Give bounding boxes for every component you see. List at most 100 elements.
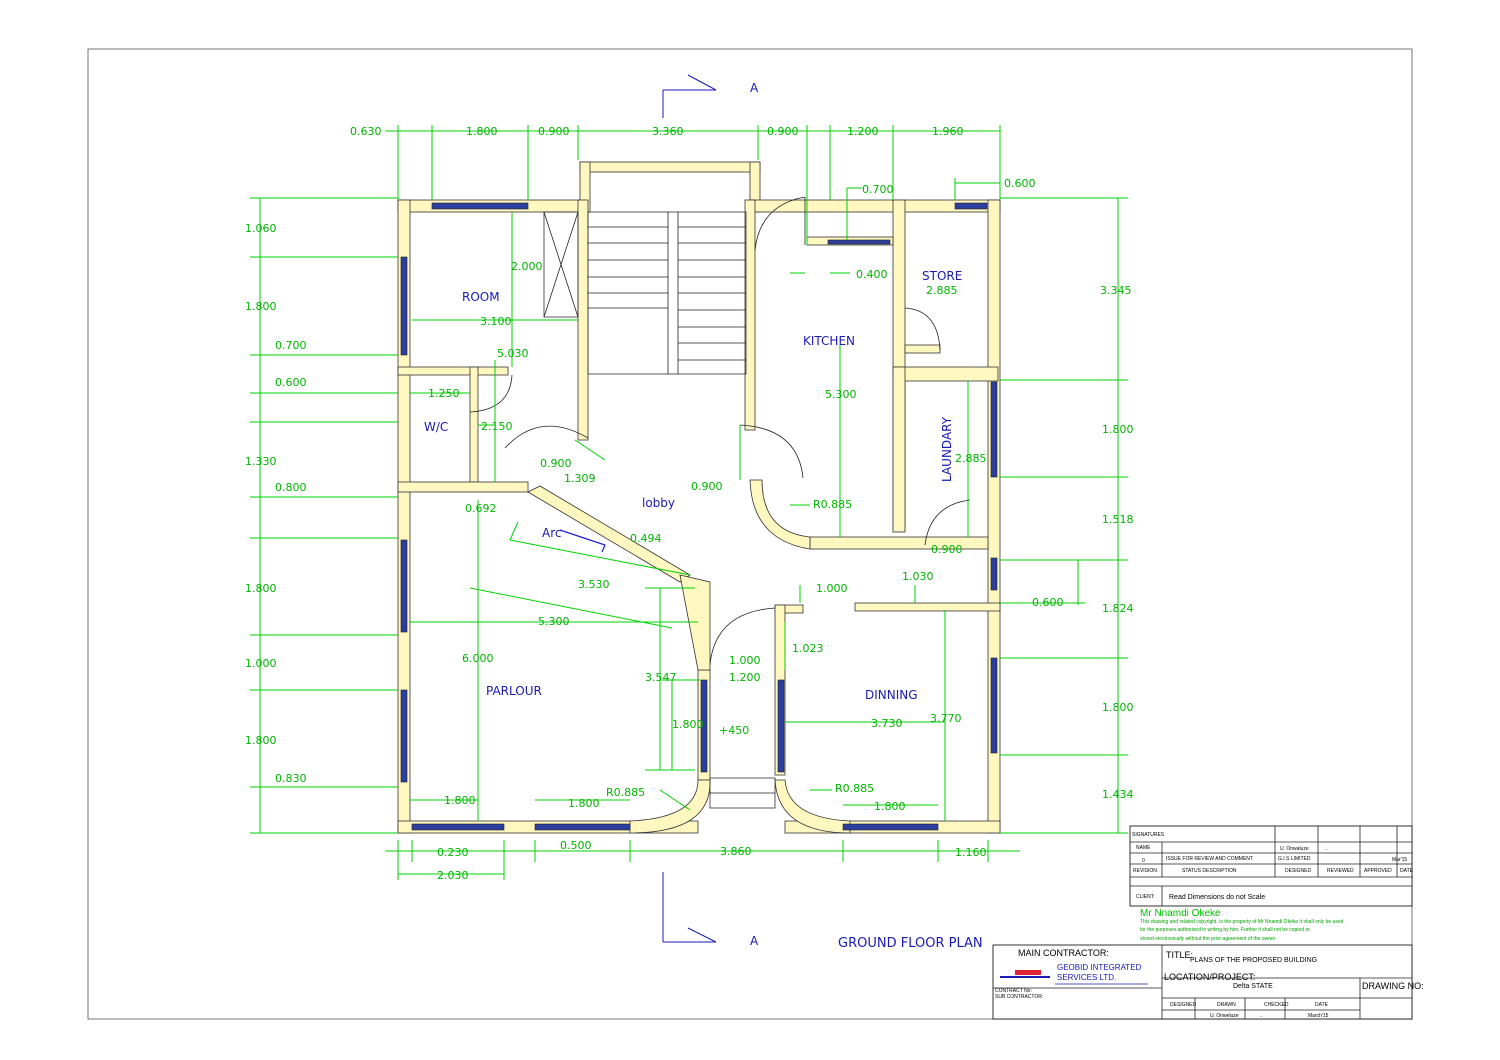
dim-parlour-h: 6.000 — [462, 652, 494, 665]
tb-name-dash: .. — [1325, 846, 1328, 852]
dim-right-2: 1.800 — [1102, 423, 1134, 436]
dim-laundry-w: 2.885 — [955, 452, 987, 465]
tb-main-contractor: MAIN CONTRACTOR: — [1018, 948, 1109, 958]
tb-copyright-1: This drawing and related copyright, is t… — [1140, 919, 1344, 925]
tb-contractor-name-2: SERVICES LTD. — [1057, 973, 1116, 982]
staircase — [543, 211, 776, 809]
dim-wc-width: 1.250 — [428, 387, 460, 400]
dim-dinning-r: R0.885 — [835, 782, 874, 795]
tb-location-label: LOCATION/PROJECT: — [1164, 972, 1255, 982]
dim-dinning-gap: 1.030 — [902, 570, 934, 583]
dim-room-stair: 2.000 — [511, 260, 543, 273]
tb-drawn-date: March'15 — [1308, 1013, 1329, 1019]
dim-right-5: 1.800 — [1102, 701, 1134, 714]
dim-dinning-side: 0.600 — [1032, 596, 1064, 609]
tb-reviewed: REVIEWED — [1327, 868, 1354, 874]
dim-parlour-a: 0.692 — [465, 502, 497, 515]
tb-copyright-2: for the purposes authorised in writing b… — [1140, 927, 1310, 933]
dim-door-c: 0.494 — [630, 532, 662, 545]
dim-porch-h: 1.800 — [672, 718, 704, 731]
dim-bottom-4: 3.860 — [720, 845, 752, 858]
dim-room-depth: 5.030 — [497, 347, 529, 360]
tb-title-value: PLANS OF THE PROPOSED BUILDING — [1190, 957, 1317, 964]
dim-bottom-5: 1.160 — [955, 846, 987, 859]
tb-client-note: Read Dimensions do not Scale — [1169, 894, 1265, 901]
dim-dinning-w: 1.000 — [816, 582, 848, 595]
room-label-store: STORE — [922, 269, 962, 283]
dim-parlour-w: 5.300 — [538, 615, 570, 628]
tb-date-short: Mar'15 — [1392, 857, 1407, 863]
dim-right-4: 1.824 — [1102, 602, 1134, 615]
dim-dinning-door: 1.023 — [792, 642, 824, 655]
dim-left-1: 1.060 — [245, 222, 277, 235]
dim-left-10: 0.830 — [275, 772, 307, 785]
tb-company-short: G.I.S LIMITED — [1278, 856, 1311, 862]
room-label-lobby: lobby — [642, 496, 675, 510]
windows — [400, 202, 998, 831]
section-marker-top: A — [662, 74, 759, 118]
tb-issue: ISSUE FOR REVIEW AND COMMENT — [1166, 856, 1253, 862]
tb-name-value: U. Onwaluze — [1280, 846, 1309, 852]
dim-right-3: 1.518 — [1102, 513, 1134, 526]
dim-parlour-r: R0.885 — [606, 786, 645, 799]
dim-kitchen-store: 0.400 — [856, 268, 888, 281]
tb-contract-no: CONTRACT No: — [995, 988, 1032, 994]
tb-drawn-by: U. Onweluze — [1210, 1013, 1239, 1019]
tb-location-value: Delta STATE — [1233, 983, 1273, 990]
tb-drawing-no: DRAWING NO: — [1362, 981, 1424, 991]
room-label-wc: W/C — [424, 420, 448, 434]
dim-parlour-h2: 3.547 — [645, 671, 677, 684]
dim-kitchen-h: 5.300 — [825, 388, 857, 401]
dim-dinning-h: 3.770 — [930, 712, 962, 725]
dim-left-3: 0.700 — [275, 339, 307, 352]
dim-top-9: 0.700 — [862, 183, 894, 196]
dim-left-6: 0.800 — [275, 481, 307, 494]
tb-approved: APPROVED — [1364, 868, 1392, 874]
tb-rev-no: 0 — [1142, 858, 1145, 864]
tb-checked-by: .. — [1260, 1013, 1263, 1019]
plan-title: GROUND FLOOR PLAN — [838, 936, 983, 951]
tb-col-drawn: DRAWN — [1217, 1002, 1236, 1008]
dim-left-8: 1.000 — [245, 657, 277, 670]
tb-status: STATUS DESCRIPTION — [1182, 868, 1237, 874]
dim-left-7: 1.800 — [245, 582, 277, 595]
room-label-kitchen: KITCHEN — [803, 334, 855, 348]
dim-door-a: 0.900 — [540, 457, 572, 470]
dimension-labels: 0.630 1.800 0.900 3.360 0.900 1.200 1.96… — [245, 125, 1134, 882]
tb-col-designed: DESIGNED — [1170, 1002, 1197, 1008]
room-label-parlour: PARLOUR — [486, 684, 542, 698]
tb-revision: REVISION — [1133, 868, 1157, 874]
dim-porch-w: 1.200 — [729, 671, 761, 684]
dim-left-2: 1.800 — [245, 300, 277, 313]
dim-top-5: 0.900 — [767, 125, 799, 138]
dim-bottom-2: 2.030 — [437, 869, 469, 882]
dim-top-3: 0.900 — [538, 125, 570, 138]
dim-door-b: 0.900 — [691, 480, 723, 493]
walls — [397, 161, 1001, 834]
arc-pointer — [559, 529, 606, 553]
dim-dinning-len: 3.730 — [871, 717, 903, 730]
dim-left-4: 0.600 — [275, 376, 307, 389]
dim-diag-b: 3.530 — [578, 578, 610, 591]
tb-designed: DESIGNED — [1285, 868, 1312, 874]
dim-laundry-door: 0.900 — [931, 543, 963, 556]
dimension-lines — [250, 125, 1128, 880]
contractor-logo — [1000, 970, 1050, 978]
dim-top-6: 1.200 — [847, 125, 879, 138]
dim-right-6: 1.434 — [1102, 788, 1134, 801]
title-block: SIGNATURES NAME U. Onwaluze .. 0 ISSUE F… — [992, 825, 1424, 1020]
room-label-laundary: LAUNDARY — [940, 416, 954, 482]
dim-level: +450 — [719, 724, 749, 737]
dim-top-1: 0.630 — [350, 125, 382, 138]
dim-room-width: 3.100 — [480, 315, 512, 328]
tb-col-date: DATE — [1315, 1002, 1329, 1008]
room-label-room: ROOM — [462, 290, 500, 304]
tb-sub-contractor: SUB CONTRACTOR: — [995, 994, 1043, 1000]
dim-kitchen-r: R0.885 — [813, 498, 852, 511]
tb-col-checked: CHECKED — [1264, 1002, 1289, 1008]
dim-dinning-win: 1.800 — [874, 800, 906, 813]
section-marker-bottom: A — [662, 872, 759, 948]
tb-name: NAME — [1136, 845, 1151, 851]
dim-left-9: 1.800 — [245, 734, 277, 747]
